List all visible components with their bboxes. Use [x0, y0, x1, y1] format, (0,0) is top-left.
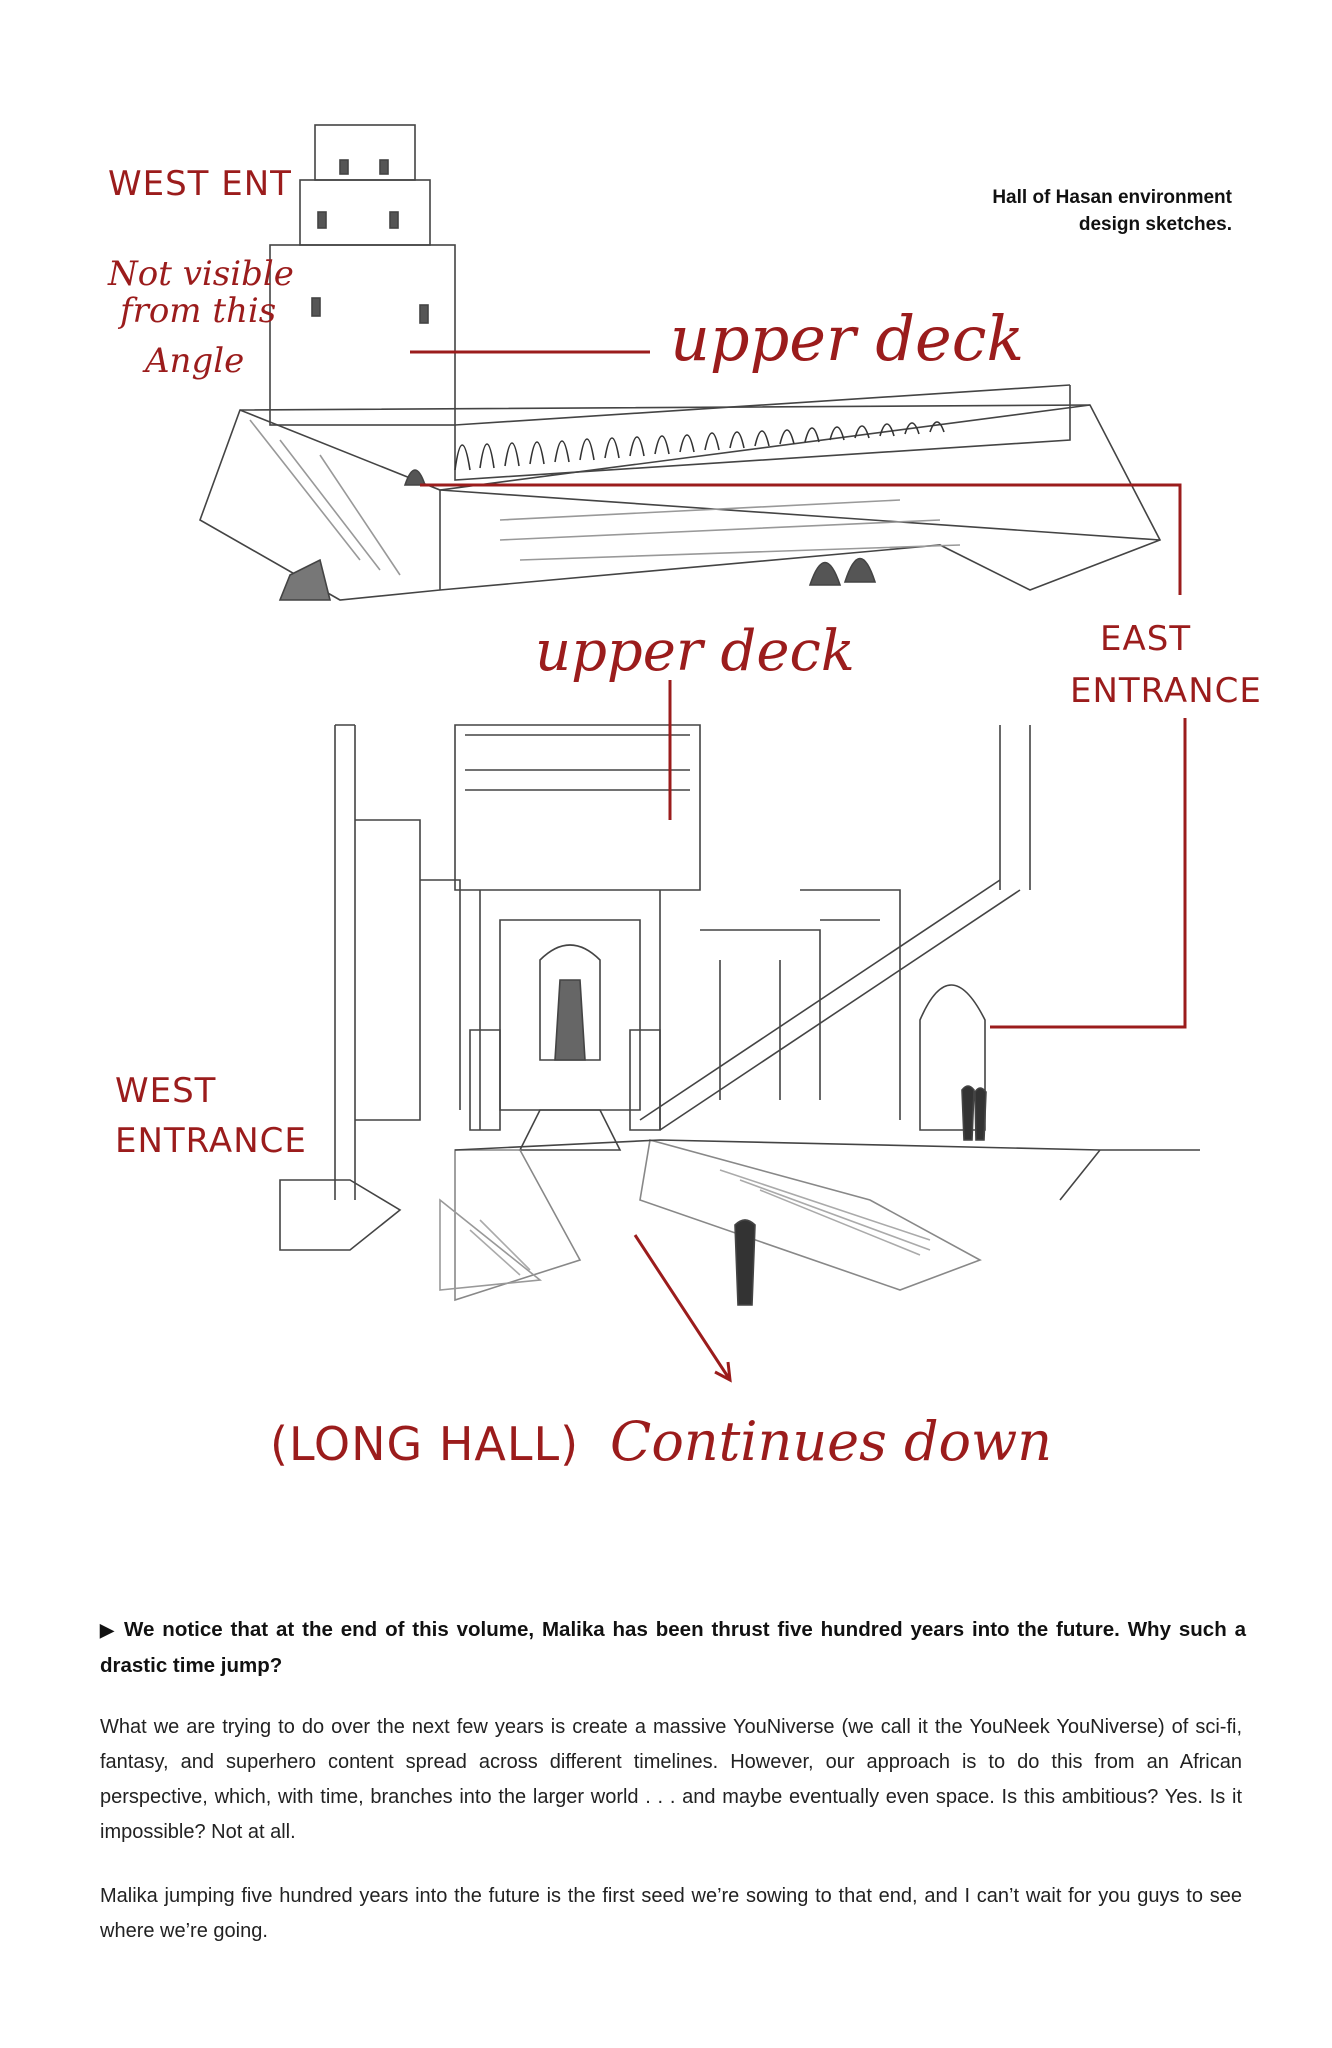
- question-text: We notice that at the end of this volume…: [100, 1618, 1246, 1677]
- caption-line-2: design sketches.: [1078, 214, 1232, 235]
- annotation-upper-deck-interior: upper deck: [535, 619, 855, 684]
- caption-line-1: Hall of Hasan environment: [992, 187, 1232, 208]
- tower-sketch: [269, 124, 456, 426]
- annotation-not-visible-3: Angle: [142, 341, 244, 381]
- answer-paragraph-1: What we are trying to do over the next f…: [100, 1716, 1242, 1843]
- sketch-illustration: WEST ENT Not visible from this Angle upp…: [107, 124, 1262, 1473]
- interview-question: ▶We notice that at the end of this volum…: [100, 1612, 1246, 1683]
- interior-hall-sketch: [279, 724, 1200, 1306]
- annotation-continues-down: Continues down: [610, 1410, 1052, 1473]
- figure-caption: Hall of Hasan environment design sketche…: [812, 184, 1232, 238]
- annotation-upper-deck-top: upper deck: [670, 302, 1024, 375]
- annotation-not-visible-2: from this: [117, 291, 276, 331]
- annotation-west-ent: WEST ENT: [108, 164, 292, 204]
- courtyard-doors: [278, 469, 877, 601]
- triangle-bullet-icon: ▶: [100, 1620, 117, 1640]
- annotation-not-visible-1: Not visible: [107, 254, 294, 294]
- annotation-lines: [410, 350, 1187, 1383]
- annotation-west-entrance-1: WEST: [115, 1071, 216, 1111]
- answer-paragraph-2: Malika jumping five hundred years into t…: [100, 1885, 1242, 1942]
- annotation-west-entrance-2: ENTRANCE: [115, 1121, 307, 1161]
- annotation-long-hall: (LONG HALL): [270, 1417, 579, 1471]
- courtyard-sketch: [199, 384, 1162, 601]
- annotation-east-1: EAST: [1100, 619, 1191, 659]
- arch-row: [454, 421, 945, 471]
- annotation-east-2: ENTRANCE: [1070, 671, 1262, 711]
